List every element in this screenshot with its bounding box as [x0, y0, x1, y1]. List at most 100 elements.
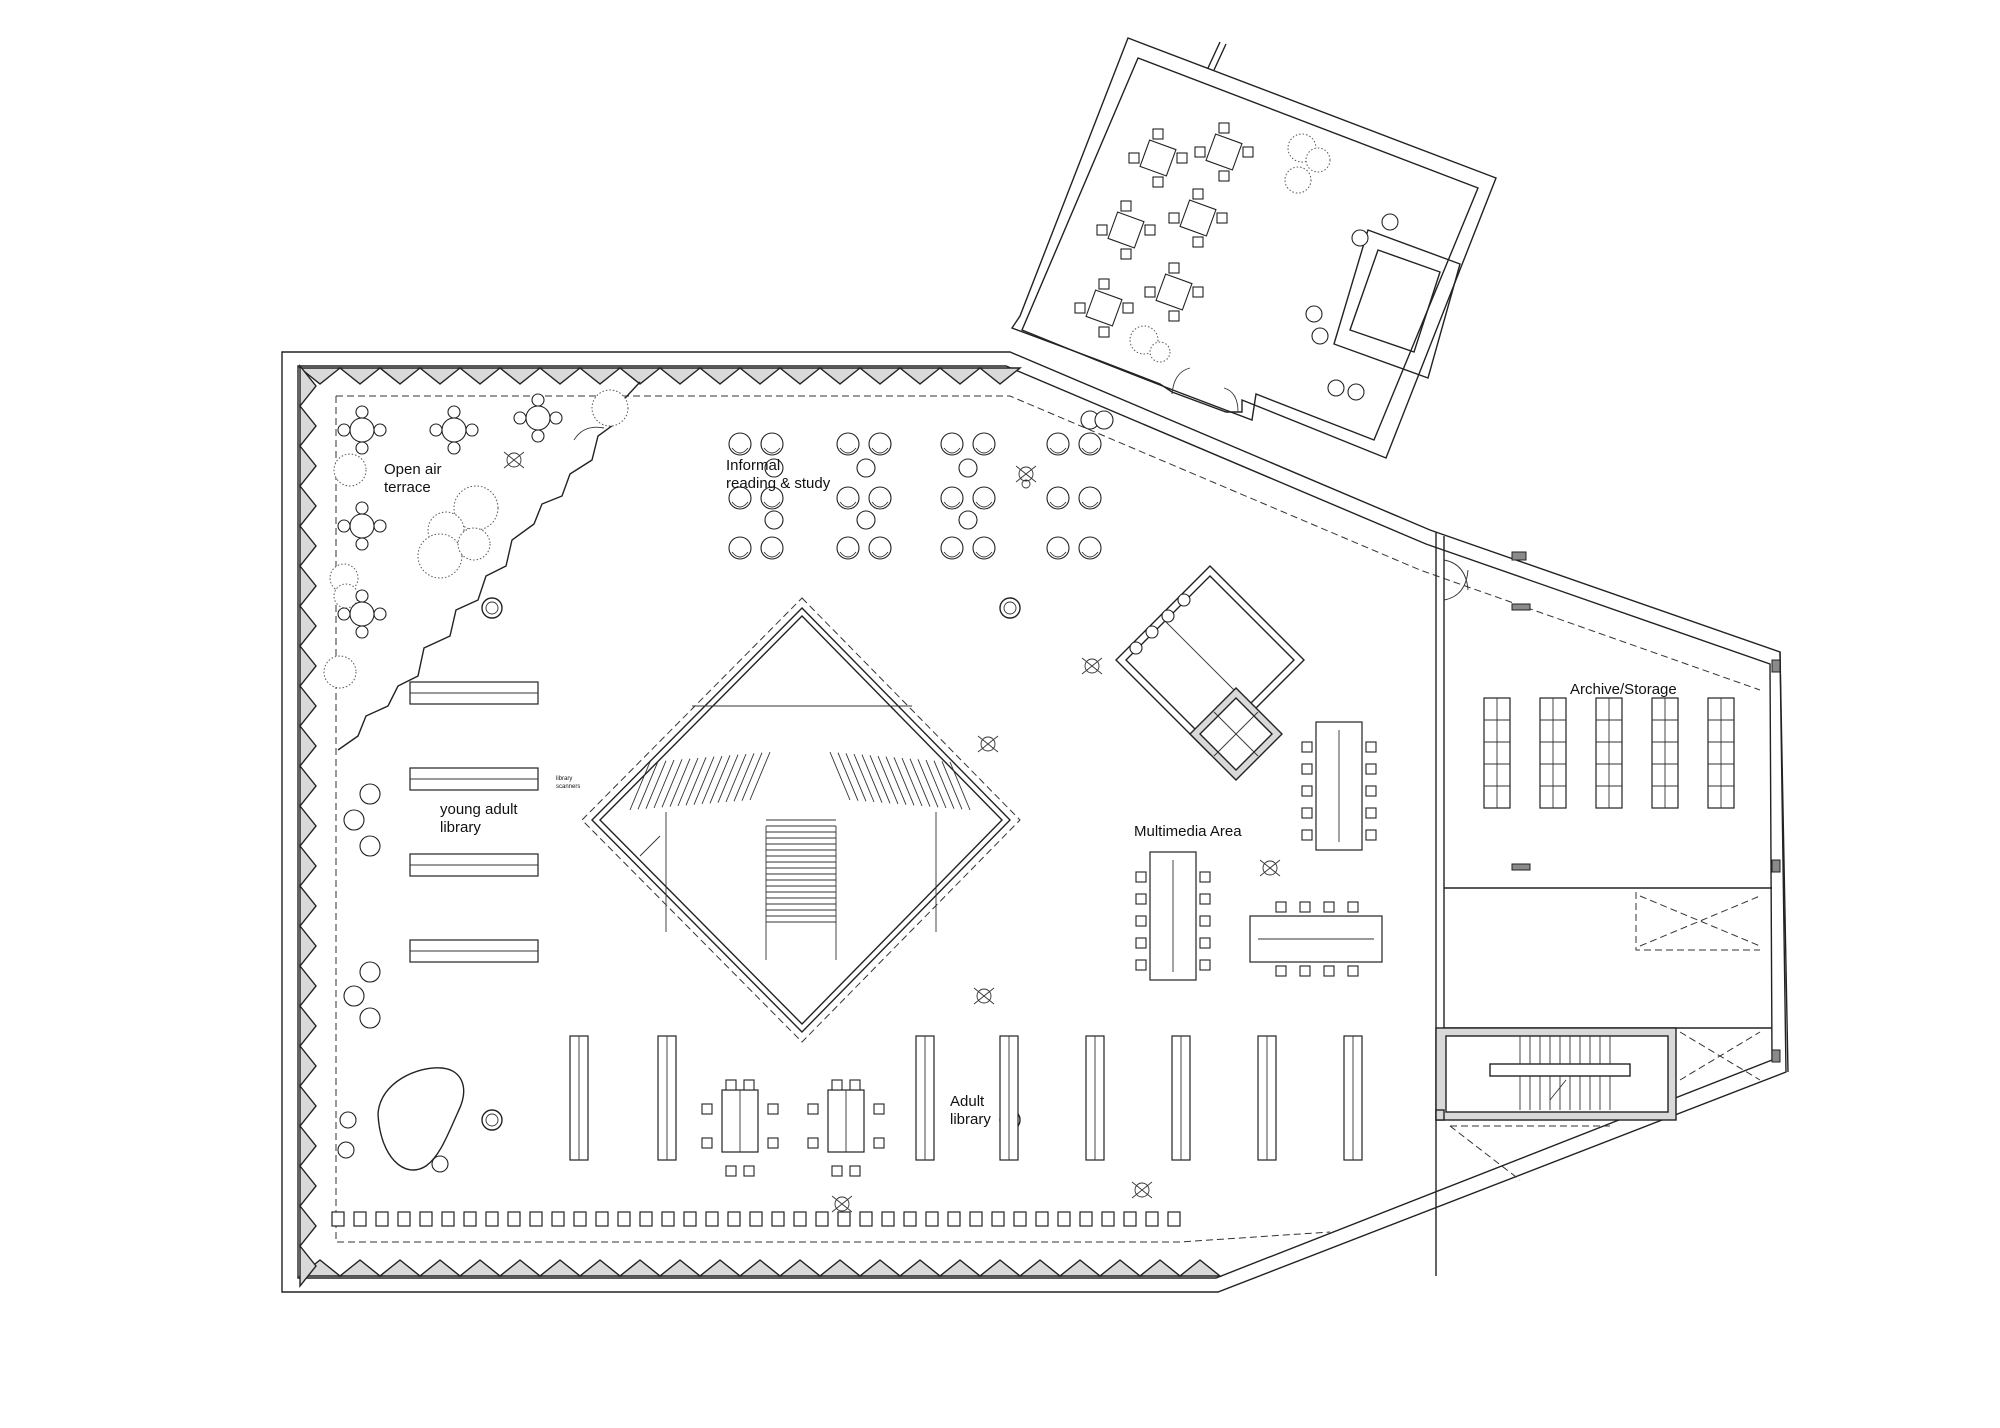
- carrel: [991, 1211, 1005, 1227]
- chair: [1301, 785, 1313, 797]
- chair: [531, 429, 545, 443]
- zigzag-segment: [299, 764, 317, 808]
- chair: [549, 411, 563, 425]
- stair-tread: [669, 758, 691, 807]
- chair: [373, 607, 387, 621]
- stair-tread: [845, 753, 867, 802]
- chair: [1301, 741, 1313, 753]
- lounge-chair: [972, 536, 996, 560]
- chair: [1311, 327, 1329, 345]
- side-table: [958, 458, 978, 478]
- chair: [429, 423, 443, 437]
- carrel: [749, 1211, 763, 1227]
- zigzag-segment: [418, 1259, 462, 1277]
- zigzag-segment: [458, 367, 502, 385]
- chair-back: [943, 551, 961, 558]
- chair: [849, 1079, 861, 1091]
- lounge-chair: [760, 432, 784, 456]
- lounge-chair: [728, 486, 752, 510]
- zigzag-segment: [778, 1259, 822, 1277]
- lounge-chair: [1078, 432, 1102, 456]
- young-adult-label-line2: library: [440, 819, 481, 836]
- chair-back: [731, 447, 749, 454]
- chair-back: [1081, 501, 1099, 508]
- chair-back: [871, 551, 889, 558]
- zigzag-segment: [538, 367, 582, 385]
- lounge-chair: [836, 432, 860, 456]
- lounge-chair: [359, 961, 381, 983]
- carrel: [815, 1211, 829, 1227]
- scanners-label-line1: library: [556, 776, 572, 782]
- carrel: [463, 1211, 477, 1227]
- stairs: [629, 751, 971, 923]
- stair-tread: [709, 755, 731, 804]
- zigzag-segment: [498, 367, 542, 385]
- chair: [1199, 959, 1211, 971]
- round-table: [525, 405, 551, 431]
- chair: [1199, 871, 1211, 883]
- lounge-chair: [359, 783, 381, 805]
- terrace-label-line1: Open air: [384, 461, 442, 478]
- lounge-chair: [972, 432, 996, 456]
- chair: [1168, 310, 1180, 322]
- stair-tread: [837, 752, 859, 801]
- side-table: [1094, 410, 1114, 430]
- zigzag-segment: [299, 924, 317, 968]
- chair: [1120, 200, 1132, 212]
- stair-tread: [677, 757, 699, 807]
- chair: [355, 625, 369, 639]
- chair: [873, 1137, 885, 1149]
- carrel: [925, 1211, 939, 1227]
- carrel: [441, 1211, 455, 1227]
- round-table: [349, 601, 375, 627]
- chair: [725, 1079, 737, 1091]
- chair: [465, 423, 479, 437]
- zigzag-segment: [299, 1164, 317, 1208]
- perimeter-zigzag-bottom: [298, 1259, 1222, 1277]
- zigzag-segment: [698, 367, 742, 385]
- chair: [1199, 893, 1211, 905]
- lounge-chair: [868, 486, 892, 510]
- zigzag-segment: [299, 684, 317, 728]
- zigzag-segment: [1098, 1259, 1142, 1277]
- carrel: [551, 1211, 565, 1227]
- stair-tread: [853, 753, 875, 803]
- zigzag-segment: [299, 844, 317, 888]
- carrel: [727, 1211, 741, 1227]
- chair: [1168, 262, 1180, 274]
- chair: [1365, 829, 1377, 841]
- zigzag-segment: [578, 367, 622, 385]
- chair: [767, 1137, 779, 1149]
- zigzag-segment: [299, 964, 317, 1008]
- zigzag-segment: [338, 367, 382, 385]
- side-table: [958, 510, 978, 530]
- stair-tread: [717, 754, 739, 803]
- square-table: [1107, 211, 1145, 249]
- chair: [1299, 965, 1311, 977]
- chair: [1216, 212, 1228, 224]
- carrel: [375, 1211, 389, 1227]
- chair: [1365, 763, 1377, 775]
- zigzag-segment: [898, 367, 942, 385]
- zigzag-segment: [299, 1124, 317, 1168]
- chair-back: [763, 501, 781, 508]
- zigzag-segment: [978, 1259, 1022, 1277]
- adult-chairs: [701, 1079, 885, 1177]
- chair: [1242, 146, 1254, 158]
- carrel: [529, 1211, 543, 1227]
- zigzag-segment: [299, 444, 317, 488]
- archive-stairs: [1519, 1036, 1611, 1110]
- stair-tread: [925, 759, 947, 809]
- lounge-chair: [359, 1007, 381, 1029]
- chair-back: [975, 447, 993, 454]
- zigzag-segment: [299, 364, 317, 408]
- stair-tread: [917, 759, 939, 808]
- carrel: [353, 1211, 367, 1227]
- zigzag-segment: [698, 1259, 742, 1277]
- square-table: [1179, 199, 1217, 237]
- stair-tread: [749, 751, 771, 801]
- stair-tread: [701, 755, 723, 805]
- chair-back: [1049, 551, 1067, 558]
- carrel: [969, 1211, 983, 1227]
- young-adult-shelves: [409, 681, 539, 963]
